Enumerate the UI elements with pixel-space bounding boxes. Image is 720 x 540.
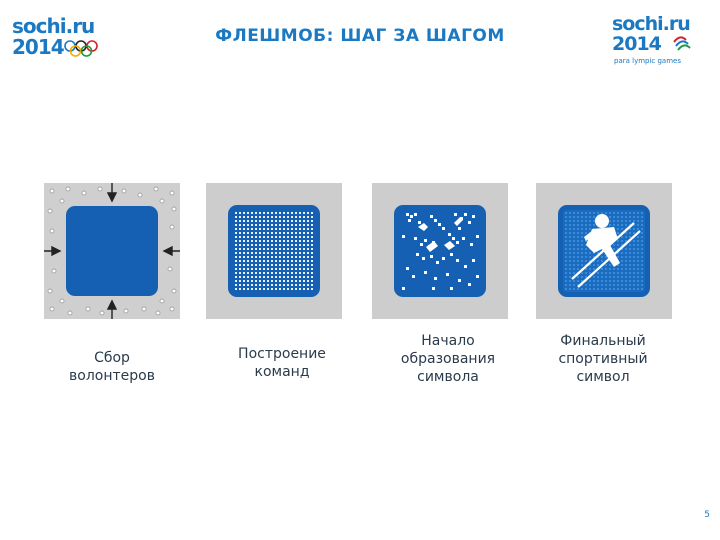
step-tile-forming [372,183,508,319]
volunteers-gathering-icon [44,183,180,319]
step-tile-teams [206,183,342,319]
skier-symbol-icon [536,183,672,319]
step-caption-forming: Начало образования символа [373,332,523,386]
sochi-paralympic-logo: sochi.ru 2014 para lympic games [610,12,702,66]
step-caption-teams: Построение команд [207,345,357,381]
page-number: 5 [690,510,710,520]
step-tile-final [536,183,672,319]
page-title: ФЛЕШМОБ: ШАГ ЗА ШАГОМ [150,26,570,46]
team-grid-icon [206,183,342,319]
step-caption-final: Финальный спортивный символ [528,332,678,386]
step-tile-gathering [44,183,180,319]
svg-text:para lympic games: para lympic games [614,57,681,65]
svg-text:sochi.ru: sochi.ru [612,13,690,35]
step-caption-gathering: Сбор волонтеров [37,349,187,385]
svg-text:2014: 2014 [612,33,662,55]
sochi-olympic-logo: sochi.ru 2014 [12,14,112,58]
symbol-forming-icon [372,183,508,319]
svg-text:2014: 2014 [12,35,64,58]
